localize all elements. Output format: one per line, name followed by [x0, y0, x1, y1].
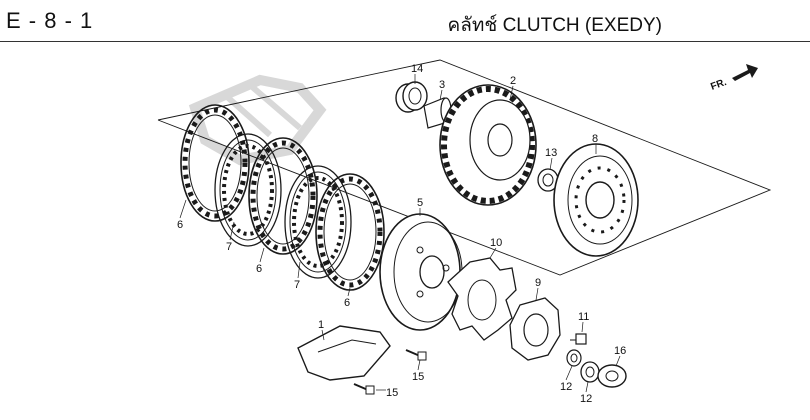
callout-2: 2 — [510, 75, 516, 87]
callout-16: 16 — [614, 345, 626, 357]
clutch-center-part — [553, 143, 639, 257]
callout-13: 13 — [545, 147, 557, 159]
judder-spring-part — [447, 257, 517, 341]
callout-7b: 7 — [294, 279, 300, 291]
callout-11: 11 — [578, 311, 589, 323]
needle-bearing-part — [395, 81, 428, 113]
page-title: คลัทช์ CLUTCH (EXEDY) — [447, 15, 662, 36]
header-rule — [0, 41, 810, 42]
callout-14: 12 — [560, 381, 572, 393]
bearing-16-part — [597, 364, 627, 388]
page-code: E - 8 - 1 — [6, 8, 94, 33]
callout-15a: 15 — [412, 371, 424, 383]
front-arrow-icon: FR. — [709, 64, 758, 93]
clutch-plate-2 — [283, 164, 353, 280]
pressure-plate-part — [379, 213, 463, 331]
callout-1: 1 — [318, 319, 324, 331]
lifter-plate-part — [509, 297, 561, 361]
washer-part — [566, 349, 582, 367]
lock-nut-part — [580, 361, 600, 383]
callout-3: 3 — [439, 79, 445, 91]
callout-5: 5 — [417, 197, 423, 209]
callout-4: 14 — [411, 63, 423, 75]
callout-7a: 7 — [226, 241, 232, 253]
callout-9: 9 — [535, 277, 541, 289]
leader-lines — [179, 74, 621, 393]
callout-10: 10 — [490, 237, 502, 249]
callouts: 14 3 2 8 13 5 10 9 11 16 12 10 12 6 7 6 … — [177, 63, 626, 405]
clutch-plate-stack — [181, 105, 384, 290]
front-label: FR. — [709, 77, 728, 93]
callout-6b: 6 — [256, 263, 262, 275]
watermark-logo — [188, 74, 327, 166]
callout-12b: 12 — [580, 393, 592, 405]
callout-6a: 6 — [177, 219, 183, 231]
clutch-cover-guide-part — [297, 325, 391, 381]
callout-15b: 15 — [386, 387, 398, 399]
callout-6c: 6 — [344, 297, 350, 309]
flange-bolt-lower-part — [353, 383, 375, 395]
flange-bolt-upper-part — [405, 349, 427, 361]
callout-8: 8 — [592, 133, 598, 145]
bolt-11-part — [570, 333, 587, 345]
clutch-outer-part — [439, 84, 537, 206]
